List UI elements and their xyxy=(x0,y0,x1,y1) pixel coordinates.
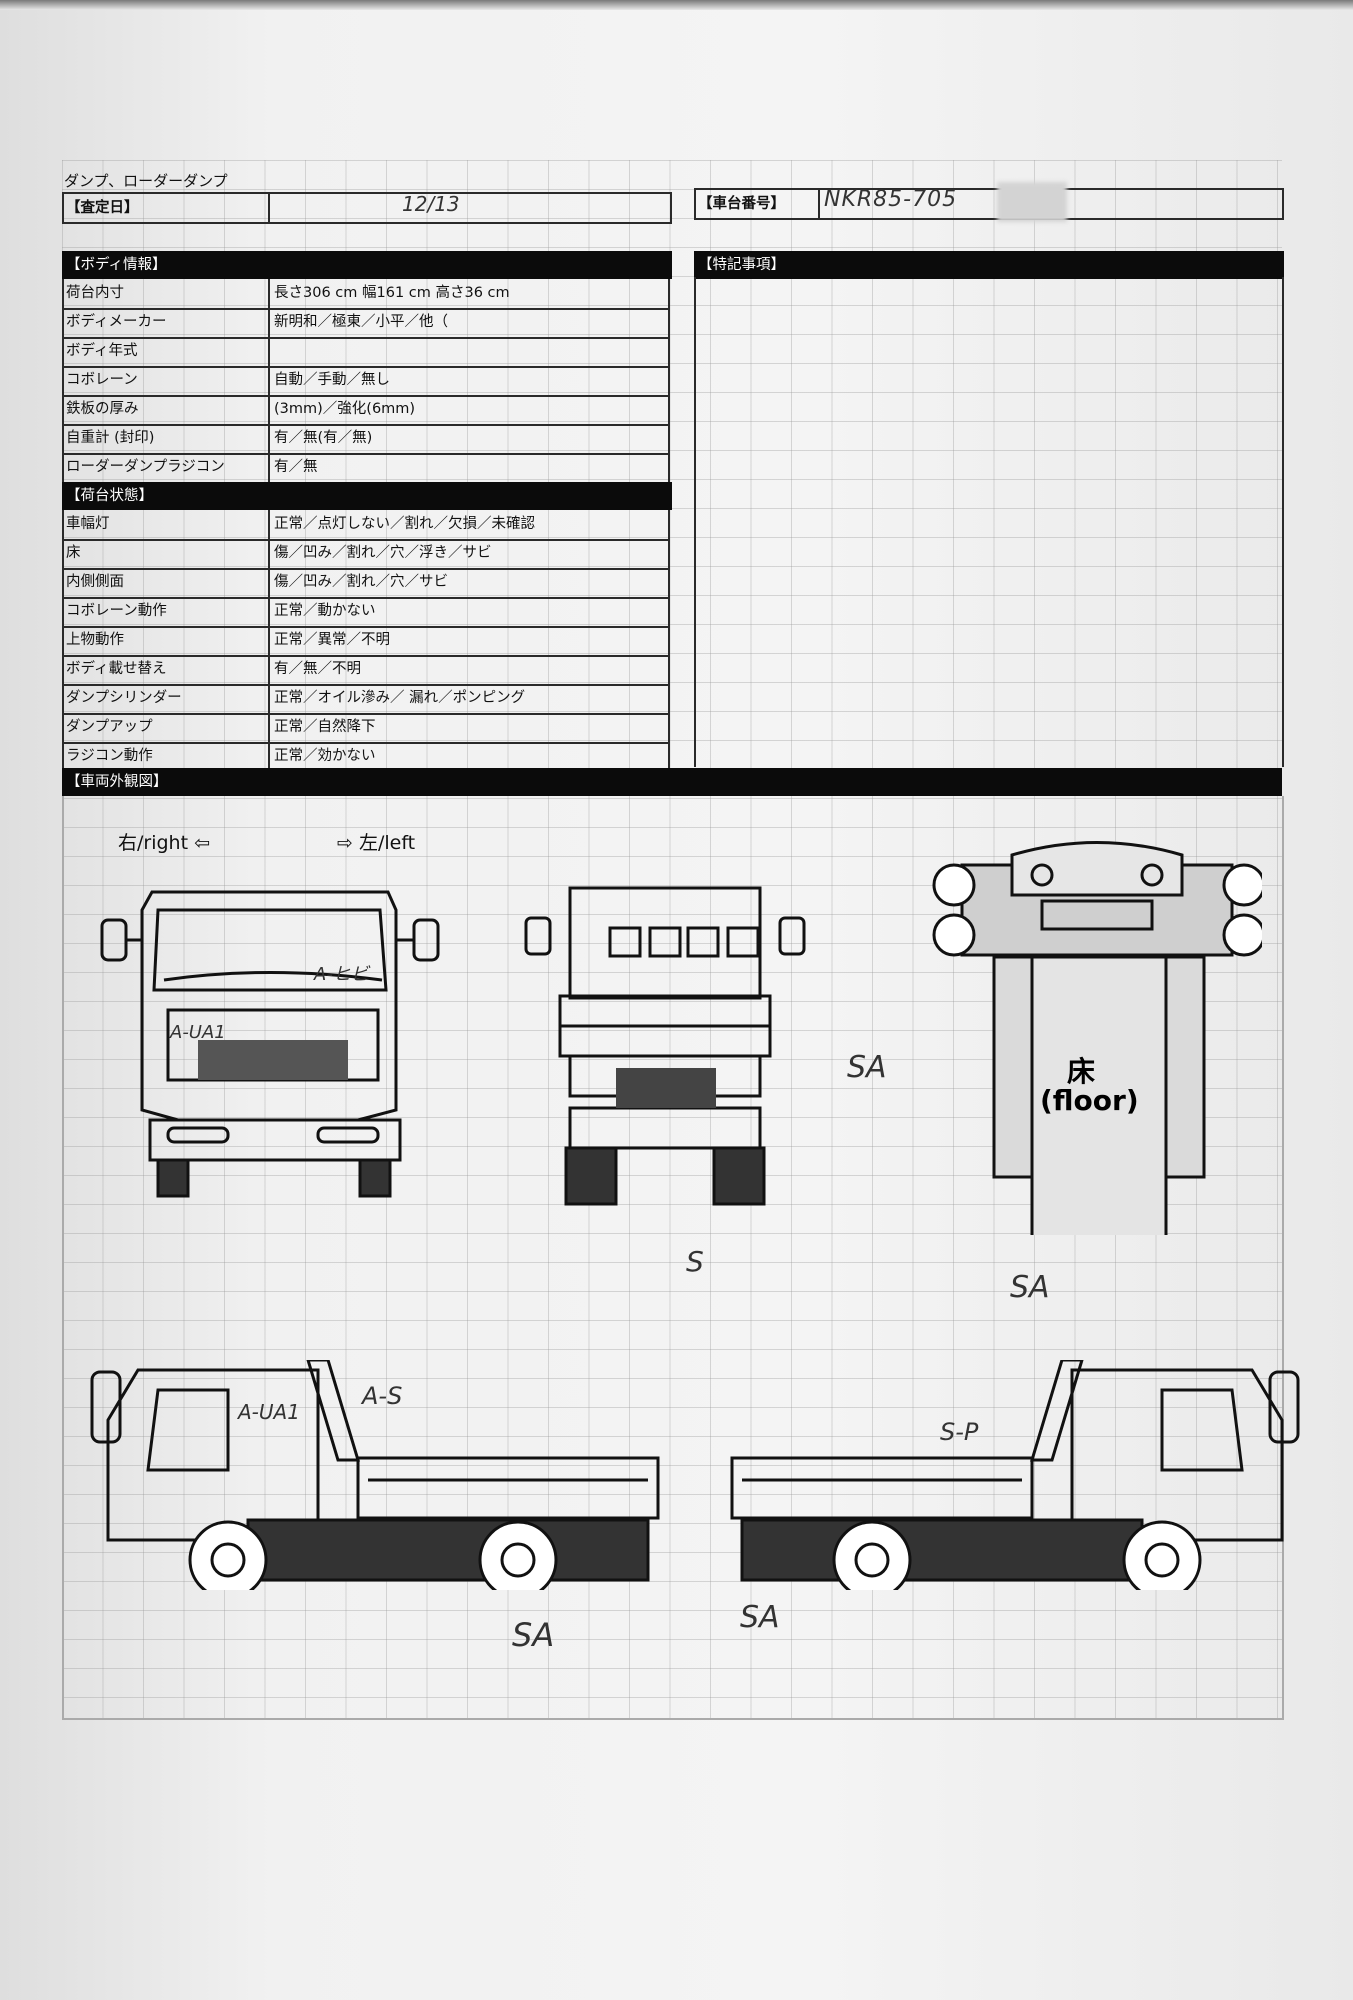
divider xyxy=(62,713,670,715)
divider xyxy=(668,279,670,482)
divider xyxy=(818,188,820,220)
divider xyxy=(62,192,672,194)
annotation-front-bumper: A-UA1 xyxy=(170,1022,226,1043)
bed-row-value: 有／無／不明 xyxy=(274,661,361,677)
floor-label-en: (floor) xyxy=(1040,1084,1139,1117)
remarks-header: 【特記事項】 xyxy=(694,251,1284,279)
divider xyxy=(694,188,696,220)
divider xyxy=(62,626,670,628)
exterior-header: 【車両外観図】 xyxy=(62,768,1282,796)
truck-rear-view xyxy=(524,886,806,1206)
bed-row-value: 正常／点灯しない／割れ／欠損／未確認 xyxy=(274,516,535,532)
divider xyxy=(62,279,64,482)
body-row-label: ボディメーカー xyxy=(66,314,167,330)
inspection-date-value: 12/13 xyxy=(402,192,460,216)
divider xyxy=(62,308,670,310)
annotation-left-side-bottom: SA xyxy=(740,1600,780,1635)
bed-row-label: ラジコン動作 xyxy=(66,748,153,764)
left-direction-label: ⇨ 左/left xyxy=(337,832,416,854)
right-direction-label: 右/right ⇦ xyxy=(118,832,211,854)
inspection-date-label: 【査定日】 xyxy=(66,200,139,216)
bed-row-label: 床 xyxy=(66,545,81,561)
body-row-value: (3mm)／強化(6mm) xyxy=(274,401,416,417)
bed-row-value: 傷／凹み／割れ／穴／サビ xyxy=(274,574,448,590)
body-row-label: 自重計 (封印) xyxy=(66,430,155,446)
bed-row-label: 上物動作 xyxy=(66,632,124,648)
divider xyxy=(62,568,670,570)
bed-row-value: 傷／凹み／割れ／穴／浮き／サビ xyxy=(274,545,492,561)
divider xyxy=(670,192,672,224)
divider xyxy=(62,510,64,771)
truck-left-side-view xyxy=(730,1360,1300,1590)
bed-row-value: 正常／自然降下 xyxy=(274,719,376,735)
divider xyxy=(62,655,670,657)
remarks-area xyxy=(694,277,1284,767)
divider xyxy=(62,424,670,426)
divider xyxy=(694,218,1284,220)
bed-row-value: 正常／効かない xyxy=(274,748,376,764)
body-row-value: 有／無(有／無) xyxy=(274,430,373,446)
redaction-block xyxy=(997,182,1067,222)
body-row-label: 荷台内寸 xyxy=(66,285,124,301)
bed-row-label: ダンプアップ xyxy=(66,719,153,735)
annotation-right-side-cab: A-UA1 xyxy=(238,1400,300,1424)
bed-row-value: 正常／動かない xyxy=(274,603,376,619)
chassis-no-label: 【車台番号】 xyxy=(698,196,785,212)
body-row-label: コボレーン xyxy=(66,372,138,388)
chassis-no-value: NKR85-705 xyxy=(824,187,958,212)
annotation-rear-under: S xyxy=(686,1245,704,1278)
body-row-label: 鉄板の厚み xyxy=(66,401,139,417)
body-info-header: 【ボディ情報】 xyxy=(62,251,672,279)
bed-row-label: ボディ載せ替え xyxy=(66,661,167,677)
divider xyxy=(268,510,270,771)
body-row-value: 新明和／極東／小平／他（ xyxy=(274,314,448,330)
body-row-value: 長さ306 cm 幅161 cm 高さ36 cm xyxy=(274,285,510,301)
bed-row-value: 正常／オイル滲み／ 漏れ／ポンピング xyxy=(274,690,526,706)
bed-row-label: コボレーン動作 xyxy=(66,603,167,619)
bed-status-header: 【荷台状態】 xyxy=(62,482,672,510)
annotation-left-side-top: S-P xyxy=(940,1418,979,1446)
bed-row-label: 内側側面 xyxy=(66,574,124,590)
divider xyxy=(694,188,1284,190)
floor-label-jp: 床 xyxy=(1067,1055,1096,1088)
form-title: ダンプ、ローダーダンプ xyxy=(64,172,228,190)
body-row-value: 有／無 xyxy=(274,459,318,475)
truck-front-view xyxy=(100,890,440,1198)
inspection-form: ダンプ、ローダーダンプ 【査定日】 12/13 【車台番号】 NKR85-705… xyxy=(62,160,1300,1720)
annotation-front-windshield: A-ヒビ xyxy=(314,964,369,985)
truck-top-view xyxy=(932,841,1262,1235)
bed-row-label: ダンプシリンダー xyxy=(66,690,182,706)
divider xyxy=(62,337,670,339)
annotation-floor: SA xyxy=(1010,1270,1050,1305)
truck-right-side-view xyxy=(90,1360,660,1590)
divider xyxy=(62,597,670,599)
divider xyxy=(62,366,670,368)
divider xyxy=(62,222,672,224)
bed-row-value: 正常／異常／不明 xyxy=(274,632,390,648)
annotation-right-side-bottom: SA xyxy=(512,1616,555,1654)
annotation-right-side-top: A-S xyxy=(362,1382,403,1410)
divider xyxy=(62,192,64,224)
body-row-label: ボディ年式 xyxy=(66,343,138,359)
diagram-frame xyxy=(62,796,1284,1720)
body-row-label: ローダーダンプラジコン xyxy=(66,459,225,475)
body-row-value: 自動／手動／無し xyxy=(274,372,390,388)
annotation-rear-body: SA xyxy=(847,1050,887,1085)
bed-row-label: 車幅灯 xyxy=(66,516,110,532)
divider xyxy=(668,510,670,771)
divider xyxy=(62,453,670,455)
divider xyxy=(268,192,270,224)
divider xyxy=(62,742,670,744)
page-edge-shadow xyxy=(0,0,1353,10)
divider xyxy=(62,684,670,686)
divider xyxy=(62,539,670,541)
divider xyxy=(62,395,670,397)
divider xyxy=(268,279,270,482)
divider xyxy=(1282,188,1284,220)
